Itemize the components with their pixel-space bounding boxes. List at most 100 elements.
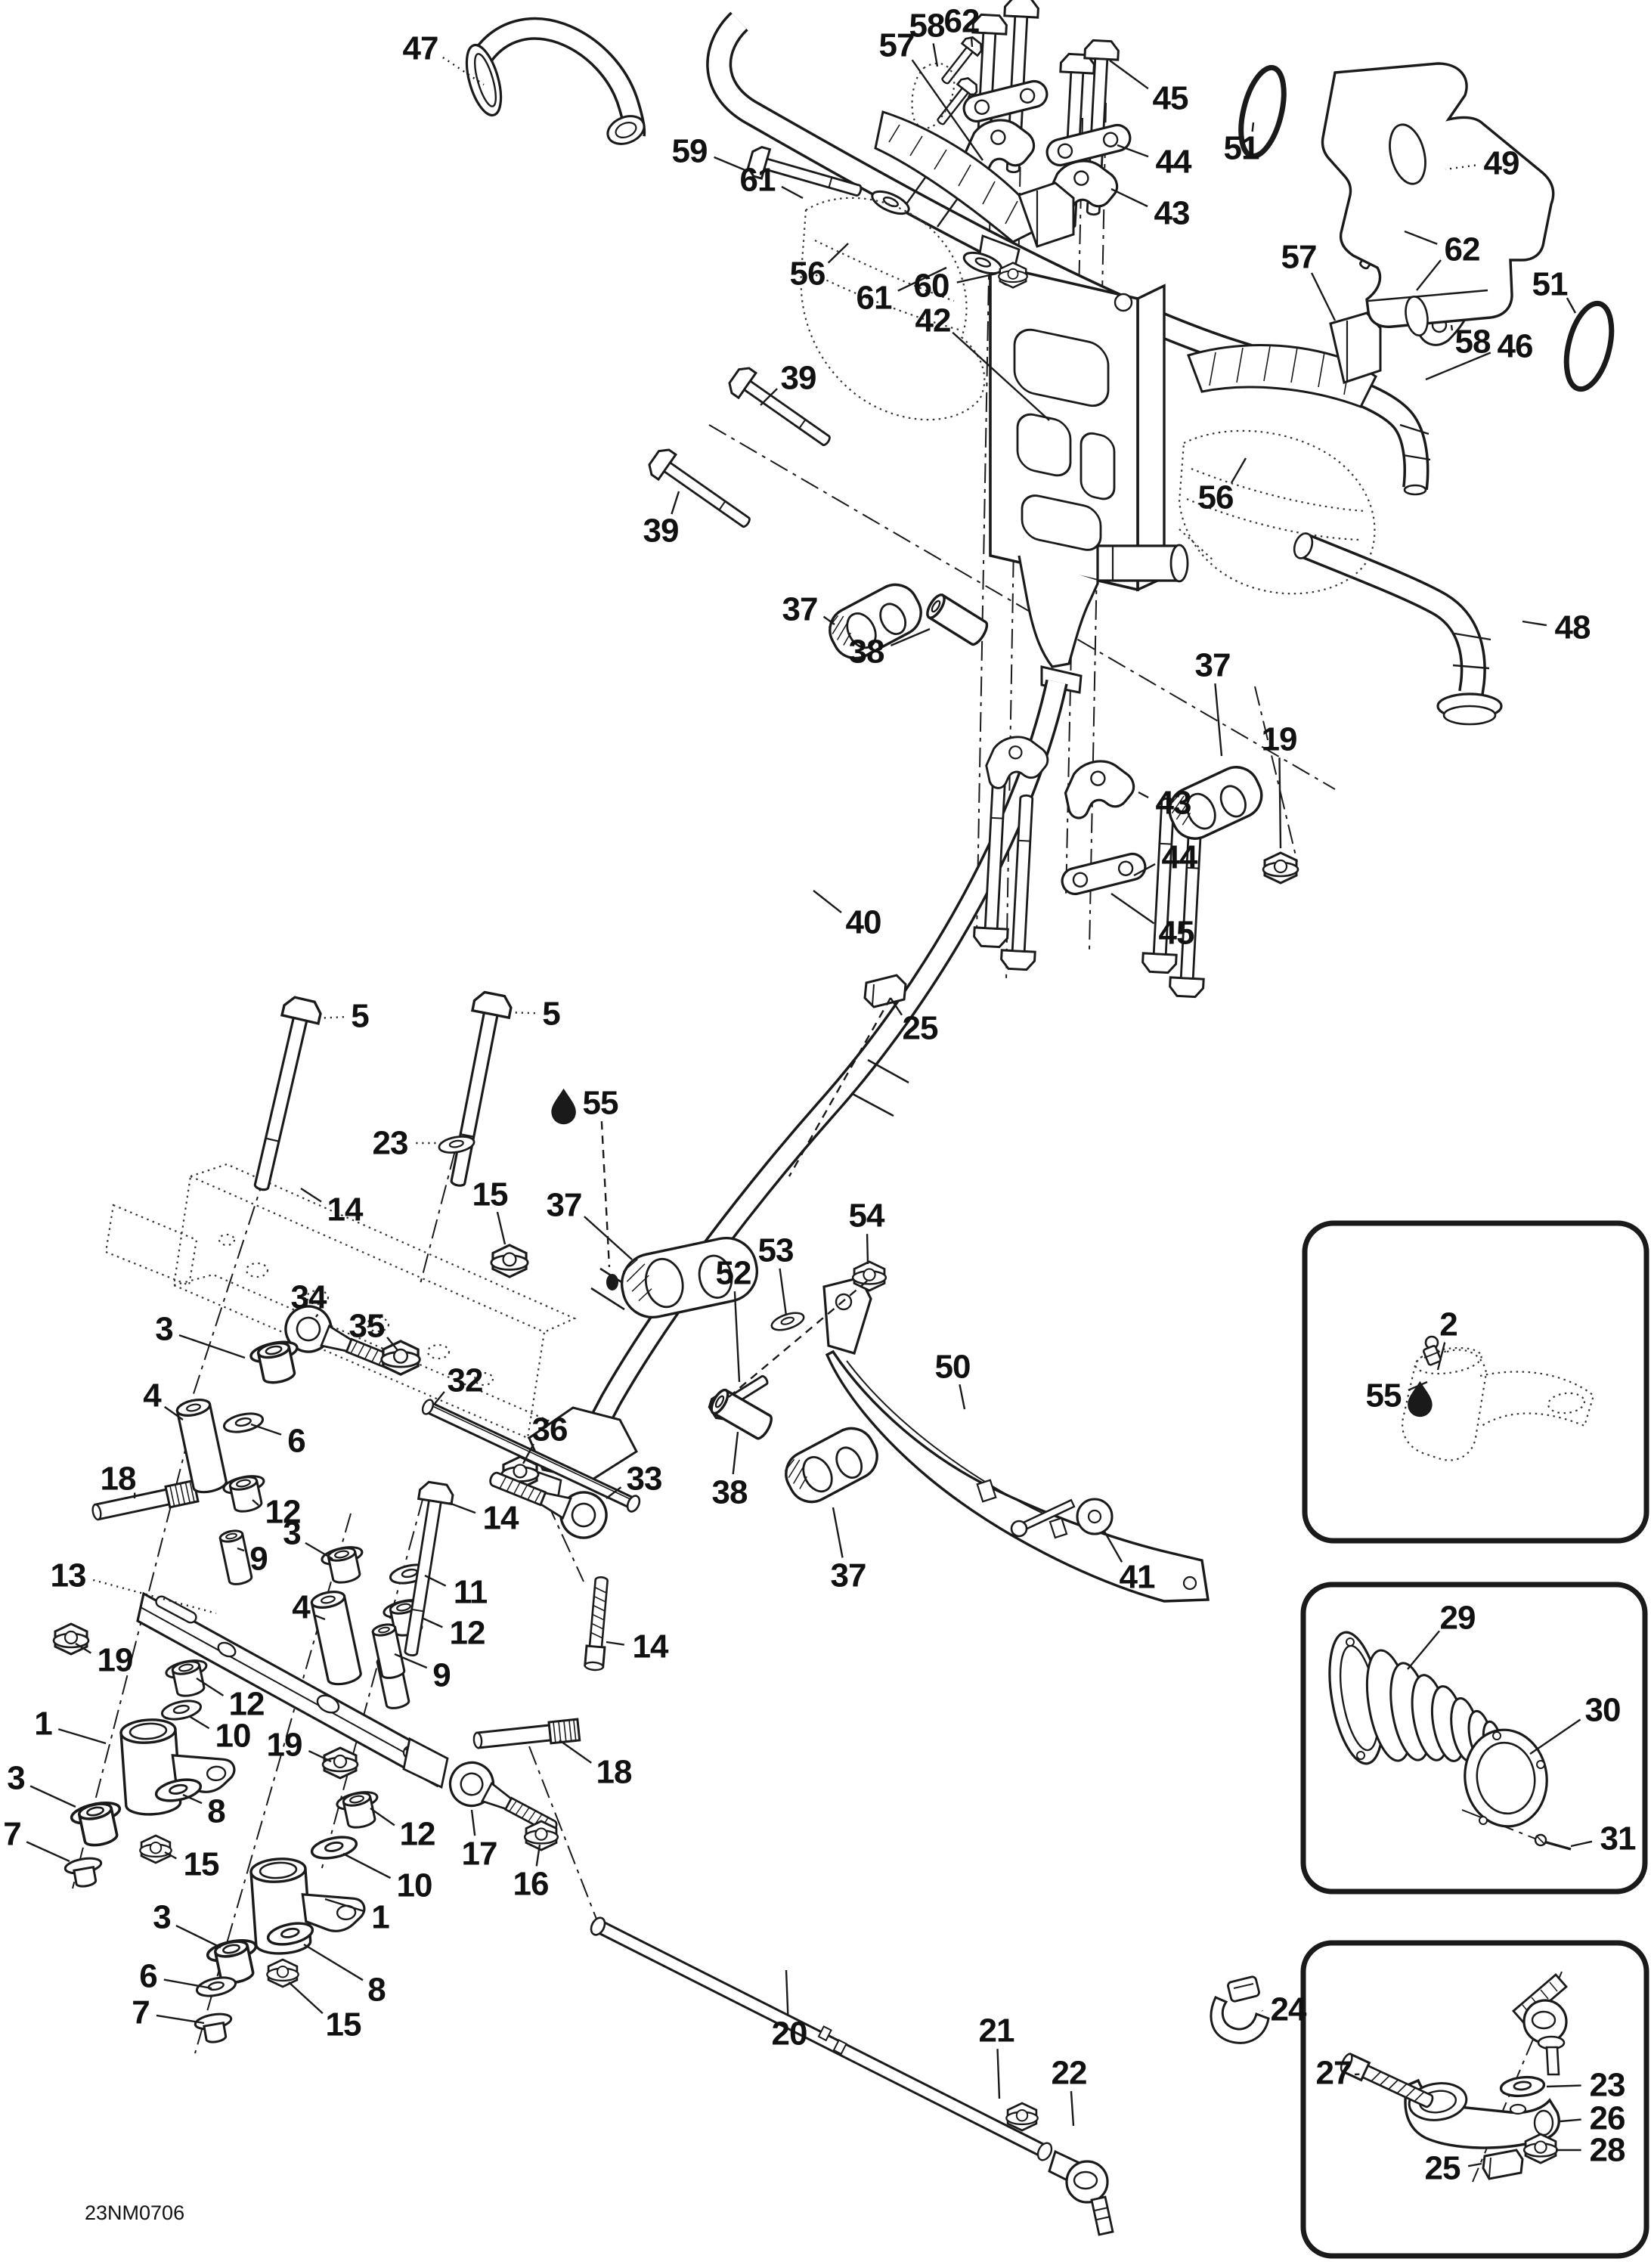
nut-15-b (265, 1958, 300, 1988)
callout-2: 2 (1439, 1306, 1457, 1343)
callout-51: 51 (1532, 266, 1568, 303)
callout-50: 50 (935, 1349, 971, 1386)
callout-8: 8 (367, 1972, 386, 2009)
hand-guard-right-56 (1178, 429, 1376, 595)
leader-35 (386, 1337, 398, 1351)
leader-39 (760, 388, 778, 406)
leader-45 (1110, 893, 1155, 925)
bolt-5-a (241, 993, 324, 1195)
callout-5: 5 (351, 998, 369, 1035)
callout-23: 23 (1590, 2067, 1625, 2104)
leader-1 (324, 1898, 366, 1913)
leader-61 (897, 266, 947, 292)
callout-22: 22 (1052, 2055, 1087, 2092)
callout-37: 37 (782, 591, 818, 628)
callout-15: 15 (326, 2006, 361, 2043)
callout-45: 45 (1153, 80, 1188, 117)
callout-18: 18 (596, 1754, 632, 1791)
callout-55: 55 (583, 1085, 618, 1122)
leader-49 (1445, 164, 1476, 171)
callout-4: 4 (292, 1589, 311, 1626)
leader-39 (671, 491, 680, 515)
leader-44 (1133, 863, 1156, 877)
callout-7: 7 (132, 1994, 149, 2031)
leader-21 (996, 2049, 1001, 2099)
callout-14: 14 (327, 1191, 364, 1228)
leader-8 (182, 1793, 203, 1805)
callout-56: 56 (1198, 479, 1234, 516)
pin-18-right (472, 1718, 581, 1752)
leader-7 (26, 1841, 70, 1863)
callout-15: 15 (472, 1176, 508, 1213)
leader-29 (1407, 1630, 1440, 1670)
callout-19: 19 (267, 1727, 302, 1764)
leader-5 (314, 1016, 344, 1020)
callout-17: 17 (462, 1836, 497, 1873)
callout-18: 18 (101, 1461, 136, 1498)
leader-15 (288, 1981, 324, 2015)
leader-41 (1102, 1529, 1123, 1563)
leader-36 (522, 1443, 534, 1464)
callout-7: 7 (3, 1816, 20, 1853)
callout-55: 55 (1366, 1377, 1402, 1414)
callout-21: 21 (979, 2012, 1014, 2050)
callout-12: 12 (229, 1686, 265, 1723)
grease-fitting-2 (1423, 1335, 1442, 1366)
leader-3 (29, 1785, 76, 1808)
nut-19-right (1262, 851, 1299, 885)
callout-62: 62 (1445, 231, 1480, 268)
callout-14: 14 (483, 1500, 519, 1537)
sleeve-9-a (218, 1528, 254, 1588)
nut-19-b (321, 1746, 359, 1780)
leader-12 (196, 1677, 225, 1696)
callout-1: 1 (34, 1706, 52, 1743)
callout-37: 37 (547, 1187, 582, 1224)
leader-14 (606, 1641, 624, 1646)
callout-37: 37 (1195, 647, 1231, 684)
callout-25: 25 (903, 1010, 938, 1047)
callout-12: 12 (400, 1816, 435, 1853)
leader-18 (559, 1740, 592, 1764)
leader-60 (956, 272, 997, 284)
brake-lever-left-57 (745, 110, 1075, 289)
callout-15: 15 (184, 1846, 219, 1883)
callout-47: 47 (403, 30, 438, 67)
riser-block-42 (989, 262, 1189, 694)
inset-grease-point (1302, 1220, 1649, 1544)
leader-7 (156, 2014, 205, 2025)
leader-34 (315, 1313, 319, 1318)
extra-leader (1416, 259, 1442, 291)
handlebar-clamp-hardware-top (911, 0, 1135, 231)
leader-43 (1138, 791, 1149, 799)
leader-26 (1560, 2118, 1581, 2123)
leader-16 (535, 1844, 541, 1867)
callout-20: 20 (772, 2015, 807, 2053)
leader-57 (1310, 272, 1337, 321)
grip-48 (1293, 532, 1503, 726)
steering-column-40 (585, 679, 1068, 1440)
callout-39: 39 (781, 360, 816, 397)
leader-58 (932, 43, 939, 67)
leader-23 (1546, 2084, 1581, 2088)
clamp-37-c (620, 1236, 759, 1319)
leader-2 (1436, 1342, 1446, 1371)
leader-59 (714, 156, 748, 172)
leader-19 (1278, 758, 1282, 849)
leader-15 (164, 1851, 177, 1860)
leader-43 (1110, 187, 1148, 208)
leader-58 (1450, 324, 1454, 331)
callout-14: 14 (633, 1628, 669, 1665)
callout-36: 36 (532, 1411, 568, 1448)
callout-33: 33 (627, 1461, 662, 1498)
bolt-14-c (583, 1575, 612, 1672)
bracket-49 (1321, 62, 1555, 337)
leader-12 (370, 1808, 395, 1826)
callout-49: 49 (1484, 145, 1519, 182)
leader-33 (606, 1486, 622, 1499)
leader-37 (584, 1216, 633, 1260)
leader-12 (421, 1616, 443, 1628)
callout-28: 28 (1590, 2132, 1625, 2169)
